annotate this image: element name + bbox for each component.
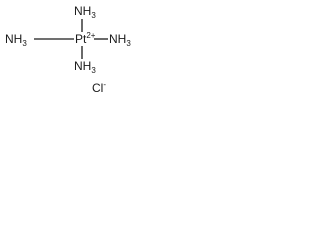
ammine-ligand-left: NH3 [5, 32, 27, 48]
bond-layer [34, 19, 108, 59]
ammine-ligand-right: NH3 [109, 32, 131, 48]
ligand-symbol: NH [74, 4, 92, 18]
counterion-symbol: Cl [92, 81, 104, 95]
ligand-subscript: 3 [126, 39, 131, 48]
ligand-symbol: NH [5, 32, 23, 46]
ligand-subscript: 3 [91, 66, 96, 75]
counterion-charge: - [103, 80, 107, 89]
molecule-diagram: NH3 NH3 Pt2+ NH3 NH3 Cl- [0, 0, 140, 96]
ammine-ligand-bottom: NH3 [74, 59, 96, 75]
ammine-ligand-top: NH3 [74, 4, 96, 20]
metal-symbol: Pt [75, 32, 87, 46]
ligand-subscript: 3 [91, 11, 96, 20]
ligand-symbol: NH [109, 32, 127, 46]
metal-charge: 2+ [86, 31, 96, 40]
ligand-symbol: NH [74, 59, 92, 73]
platinum-center: Pt2+ [75, 31, 96, 47]
ligand-subscript: 3 [22, 39, 27, 48]
chloride-counterion: Cl- [92, 80, 107, 96]
